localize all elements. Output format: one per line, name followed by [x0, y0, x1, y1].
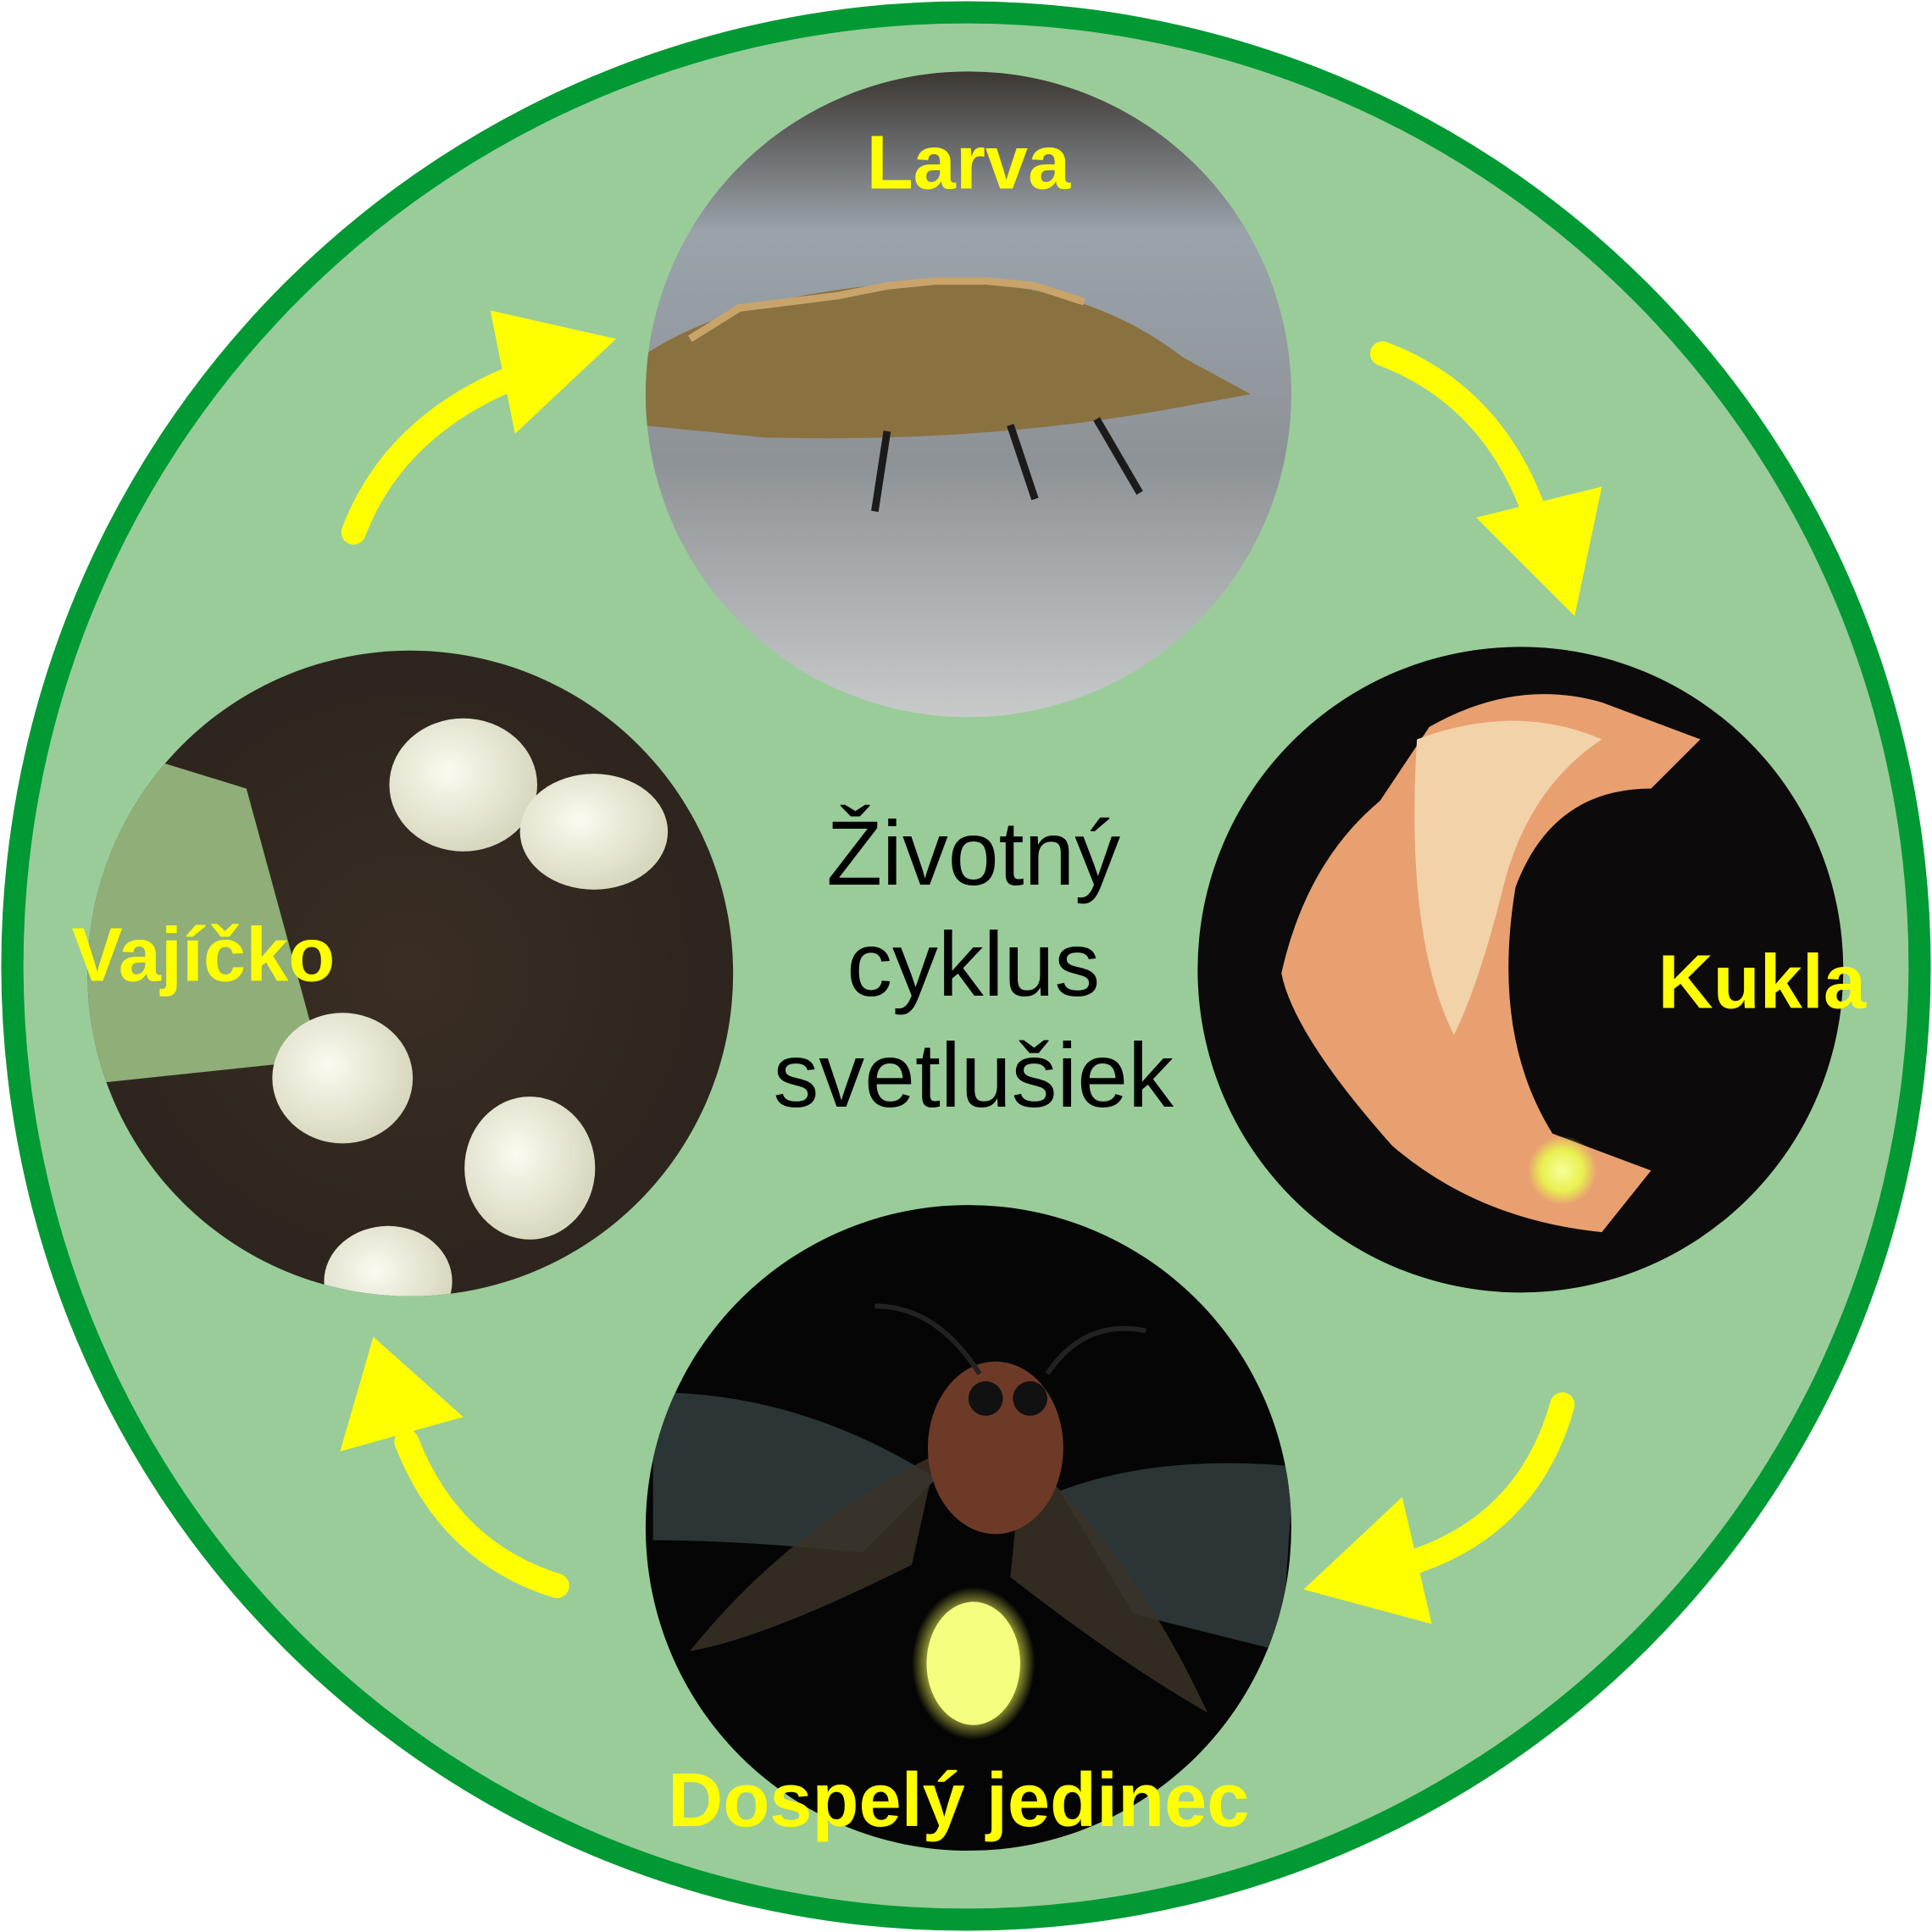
arrow-larva-to-pupa-icon	[1369, 341, 1602, 617]
label-larva: Larva	[867, 119, 1071, 205]
egg-photo	[87, 650, 734, 1296]
center-title-line-1: Životný	[826, 802, 1120, 904]
center-title-line-2: cyklus	[847, 913, 1100, 1015]
arrows	[340, 310, 1602, 1624]
arrow-egg-to-larva-icon	[341, 310, 617, 545]
pupa-photo	[1197, 647, 1844, 1293]
label-adult: Dospelý jedinec	[668, 1757, 1249, 1843]
arrow-pupa-to-adult-icon	[1303, 1392, 1575, 1624]
adult-photo	[645, 1205, 1291, 1852]
larva-photo	[645, 71, 1291, 718]
center-title-line-3: svetlušiek	[774, 1024, 1174, 1126]
label-egg: Vajíčko	[72, 912, 336, 997]
label-pupa: Kukla	[1658, 939, 1867, 1024]
arrow-adult-to-egg-icon	[340, 1336, 569, 1598]
